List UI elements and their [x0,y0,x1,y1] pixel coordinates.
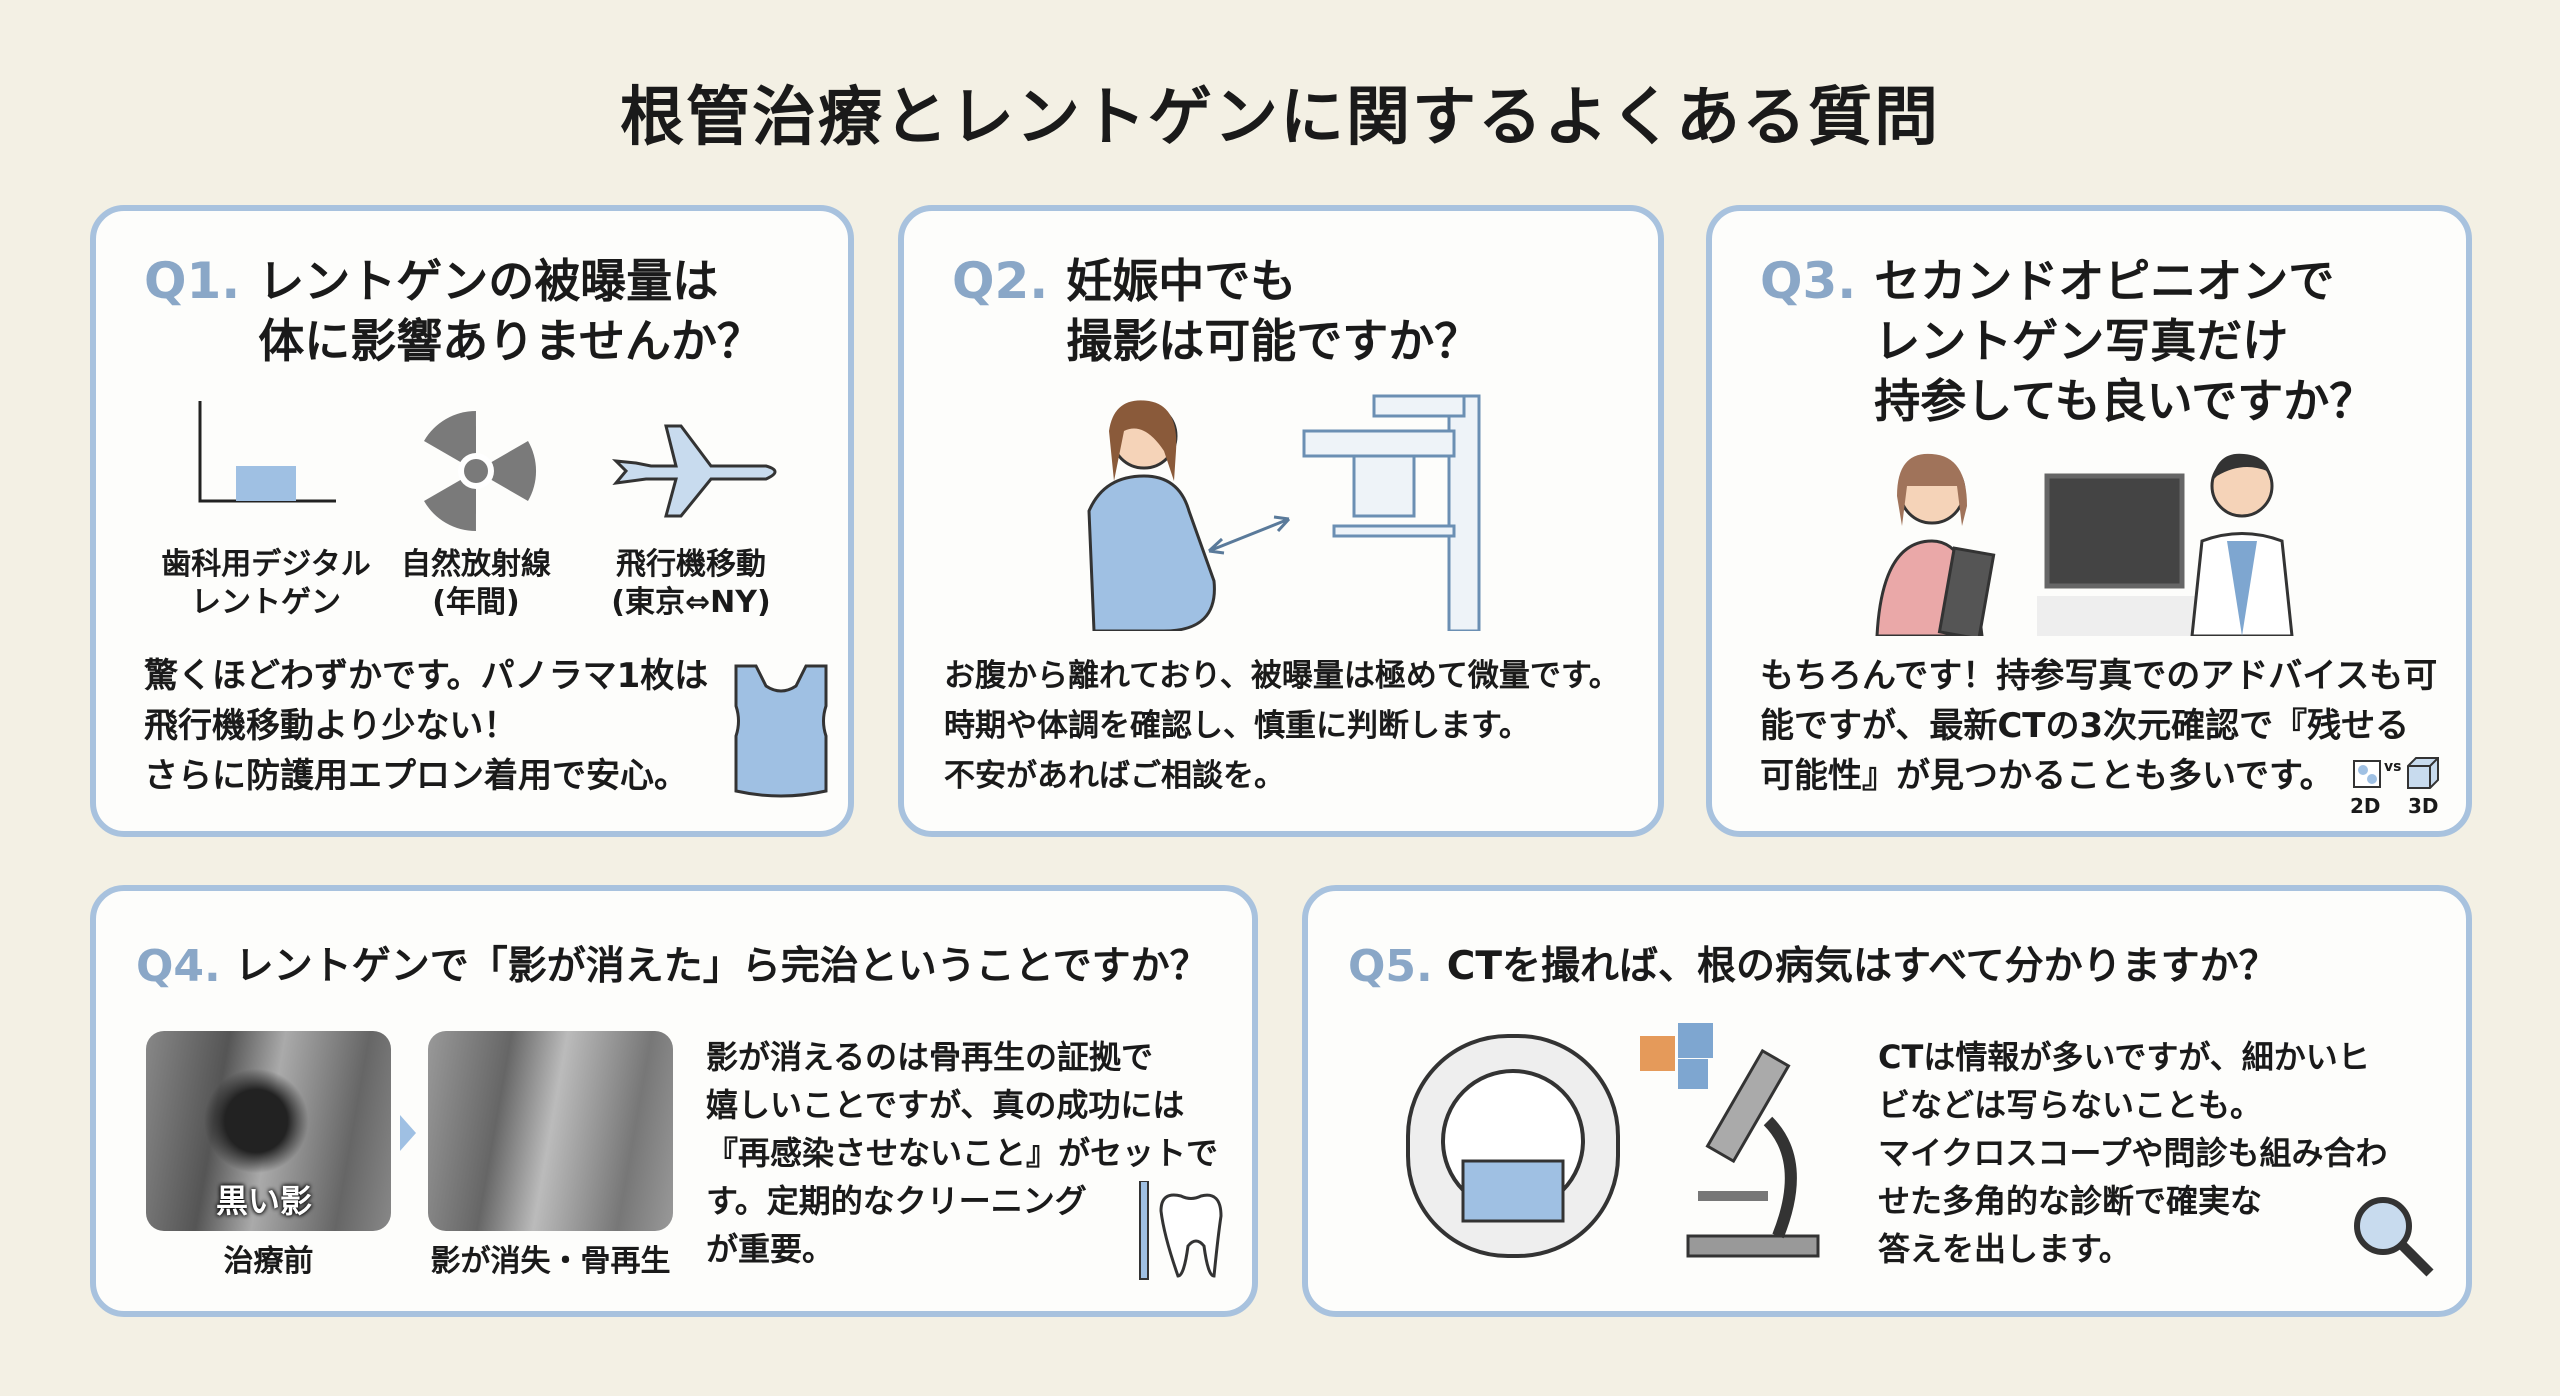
question-heading: Q3. セカンドオピニオンでレントゲン写真だけ持参しても良いですか？ [1760,251,2375,431]
question-number: Q2. [952,252,1049,310]
question-line: 撮影は可能ですか？ [1066,314,1481,368]
question-line: 妊娠中でも [1066,254,1297,308]
patient-doctor-monitor-illustration [1875,453,2294,636]
xray-before-image [146,1031,391,1231]
answer-text: 影が消えるのは骨再生の証拠で嬉しいことですが、真の成功には『再感染させないこと』… [706,1038,1219,1268]
pregnant-woman-illustration [1087,400,1216,631]
icon-label-dental-xray: 歯科用デジタルレントゲン [161,547,371,620]
ct-scanner-icon [1406,1034,1620,1258]
question-line: 持参しても良いですか？ [1874,374,2376,428]
puzzle-icon [1640,1023,1713,1089]
answer-text: お腹から離れており、被曝量は極めて微量です。時期や体調を確認し、慎重に判断します… [944,658,1620,794]
xray-after-caption: 影が消失・骨再生 [430,1244,671,1279]
faq-card-q4: Q4. レントゲンで「影が消えた」ら完治ということですか？ 黒い影 治療前 影が消… [90,885,1258,1317]
question-heading: Q1. レントゲンの被曝量は体に影響ありませんか？ [144,251,763,371]
question-line: レントゲンの被曝量は [258,254,719,308]
page-title: 根管治療とレントゲンに関するよくある質問 [620,81,1940,155]
question-line: レントゲン写真だけ [1874,314,2289,368]
question-line: CTを撮れば、根の病気はすべて分かりますか？ [1446,944,2278,989]
2d-square-icon [2353,760,2381,788]
3d-cube-icon [2407,757,2439,789]
question-number: Q4. [136,941,221,992]
double-arrow-icon [1207,515,1291,555]
xray-after-image [428,1031,673,1231]
answer-text: 驚くほどわずかです。パノラマ1枚は飛行機移動より少ない！さらに防護用エプロン着用… [144,656,709,796]
question-heading: Q4. レントゲンで「影が消えた」ら完治ということですか？ [136,937,1209,997]
question-heading: Q5. CTを撮れば、根の病気はすべて分かりますか？ [1348,937,2278,997]
radiation-icon [424,410,537,532]
toothbrush-tooth-icon [1139,1181,1223,1280]
icon-label-natural-radiation: 自然放射線(年間) [401,547,551,620]
xray-machine-illustration [1302,394,1481,631]
arrow-right-icon [400,1115,416,1151]
faq-card-q2: Q2. 妊娠中でも撮影は可能ですか？ お腹から離れており、被曝量は極めて微量です。… [898,205,1664,837]
faq-card-q3: Q3. セカンドオピニオンでレントゲン写真だけ持参しても良いですか？ もちろんです… [1706,205,2472,837]
question-number: Q5. [1348,941,1433,992]
vs-label: vs [2384,759,2402,775]
question-heading: Q2. 妊娠中でも撮影は可能ですか？ [952,251,1480,371]
answer-text: もちろんです！持参写真でのアドバイスも可能ですが、最新CTの3次元確認で『残せる… [1760,656,2438,796]
question-number: Q1. [144,252,241,310]
icon-label-flight: 飛行機移動(東京⇔NY) [611,547,771,620]
faq-card-q1: Q1. レントゲンの被曝量は体に影響ありませんか？ 歯科用デジタルレントゲン 自然… [90,205,854,837]
protective-apron-icon [734,664,828,798]
airplane-icon [611,424,777,518]
question-number: Q3. [1760,252,1857,310]
faq-card-q5: Q5. CTを撮れば、根の病気はすべて分かりますか？ CTは情報が多いですが、細か… [1302,885,2472,1317]
microscope-icon [1686,1048,1820,1258]
answer-text: CTは情報が多いですが、細かいヒビなどは写らないことも。マイクロスコープや問診も… [1878,1038,2388,1268]
magnifier-icon [2354,1197,2434,1277]
question-line: レントゲンで「影が消えた」ら完治ということですか？ [234,944,1209,989]
question-line: 体に影響ありませんか？ [258,314,763,368]
xray-before-overlay: 黒い影 [216,1182,313,1220]
bar-chart-icon [198,401,336,503]
xray-before-caption: 治療前 [223,1244,314,1279]
2d-label: 2D [2350,794,2381,818]
question-line: セカンドオピニオンで [1874,254,2335,308]
3d-label: 3D [2408,794,2439,818]
